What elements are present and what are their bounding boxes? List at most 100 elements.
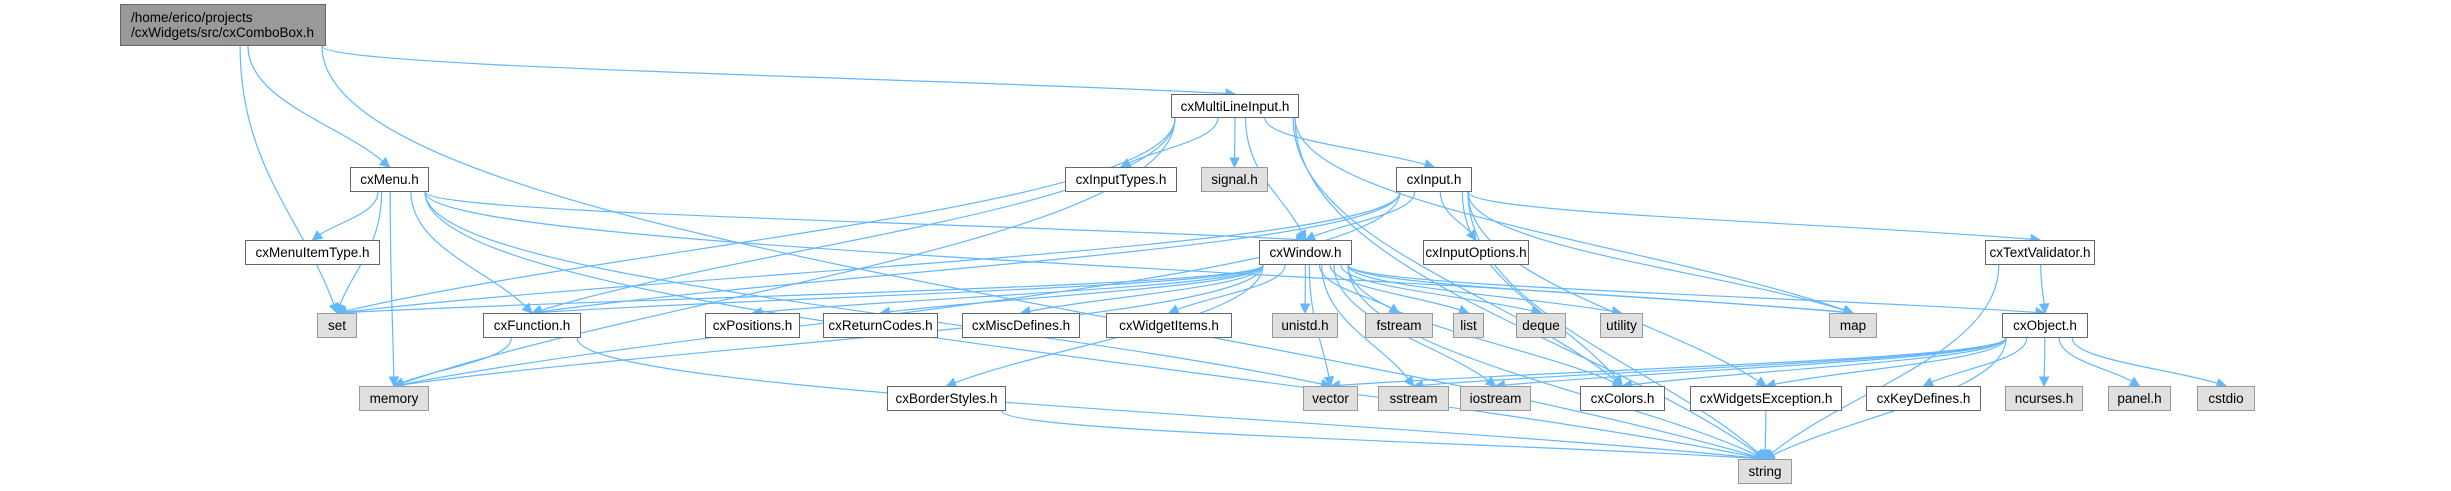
edge-cxWindow-to-cxColors	[1347, 264, 1615, 383]
node-cxpositions[interactable]: cxPositions.h	[705, 313, 800, 338]
node-memory[interactable]: memory	[359, 386, 429, 411]
arrowhead-icon	[1484, 376, 1497, 387]
root-path-line2: /cxWidgets/src/cxComboBox.h	[131, 25, 315, 40]
arrowhead-icon	[378, 156, 391, 168]
edge-cxWindow-to-set	[345, 264, 1264, 314]
node-cxmenu[interactable]: cxMenu.h	[350, 167, 429, 192]
edge-cxInput-to-cxFunction	[540, 191, 1401, 313]
edge-cxInput-to-cxWindow	[1313, 191, 1416, 237]
node-deque[interactable]: deque	[1516, 313, 1566, 338]
node-cxreturncodes[interactable]: cxReturnCodes.h	[823, 313, 938, 338]
root-path-line1: /home/erico/projects	[131, 10, 253, 25]
node-cxwindow[interactable]: cxWindow.h	[1259, 240, 1352, 265]
edge-cxMenu-to-cxWindow	[424, 191, 1297, 241]
arrowhead-icon	[1759, 449, 1771, 461]
node-fstream[interactable]: fstream	[1365, 313, 1433, 338]
edge-cxInput-to-string	[1467, 191, 1759, 454]
edge-cxWindow-to-sstream	[1321, 264, 1409, 380]
edge-cxTextValidator-to-cxObject	[2040, 264, 2045, 305]
node-cstdio[interactable]: cstdio	[2197, 386, 2255, 411]
edge-cxObject-to-cstdio	[2071, 337, 2218, 384]
node-cxkeydefines[interactable]: cxKeyDefines.h	[1866, 386, 1981, 411]
edge-cxObject-to-sstream	[1422, 337, 2007, 386]
edge-cxMultiLineInput-to-string	[1294, 117, 1759, 455]
arrowhead-icon	[521, 302, 533, 314]
node-cxborderstyles[interactable]: cxBorderStyles.h	[887, 386, 1006, 411]
node-vector[interactable]: vector	[1303, 386, 1358, 411]
arrowhead-icon	[1388, 303, 1400, 314]
node-set[interactable]: set	[317, 313, 357, 338]
edge-cxObject-to-iostream	[1504, 337, 2007, 386]
node-unistd[interactable]: unistd.h	[1272, 313, 1338, 338]
edge-cxMultiLineInput-to-map	[1294, 117, 1845, 311]
node-cxmiscdefines[interactable]: cxMiscDefines.h	[962, 313, 1080, 338]
node-utility[interactable]: utility	[1600, 313, 1643, 338]
node-cxcolors[interactable]: cxColors.h	[1580, 386, 1665, 411]
node-cxinputoptions[interactable]: cxInputOptions.h	[1423, 240, 1529, 265]
node-cxinputtypes[interactable]: cxInputTypes.h	[1065, 167, 1177, 192]
node-cxmultilineinput[interactable]: cxMultiLineInput.h	[1171, 94, 1299, 118]
edge-cxInput-to-cxWidgetsException	[1467, 191, 1759, 382]
edge-cxWindow-to-list	[1329, 264, 1461, 311]
node-cxinput[interactable]: cxInput.h	[1396, 167, 1472, 192]
edge-cxWindow-to-cxWidgetItems	[1177, 264, 1286, 311]
edge-cxObject-to-ncurses	[2043, 337, 2046, 378]
edge-cxMenu-to-map	[424, 191, 1845, 313]
edge-cxInput-to-cxColors	[1461, 191, 1618, 380]
edge-cxInput-to-set	[345, 191, 1401, 313]
arrowhead-icon	[2038, 376, 2050, 388]
edge-cxMenu-to-cxFunction	[410, 191, 527, 308]
arrowhead-icon	[1296, 229, 1307, 242]
node-cxmenuitemtype[interactable]: cxMenuItemType.h	[245, 240, 380, 265]
edge-cxFunction-to-string	[576, 337, 1757, 459]
arrowhead-icon	[1299, 303, 1311, 315]
root-file-node: /home/erico/projects /cxWidgets/src/cxCo…	[120, 4, 326, 46]
node-cxwidgetsexception[interactable]: cxWidgetsException.h	[1690, 386, 1842, 411]
arrowhead-icon	[311, 230, 324, 241]
node-panel[interactable]: panel.h	[2108, 386, 2171, 411]
node-map[interactable]: map	[1829, 313, 1877, 338]
edge-root-to-cxMenu	[247, 45, 384, 162]
edge-cxMenu-to-cxMenuItemType	[319, 191, 379, 236]
edge-cxBorderStyles-to-string	[1001, 410, 1757, 460]
node-ncurses[interactable]: ncurses.h	[2005, 386, 2083, 411]
arrowhead-icon	[1764, 449, 1776, 460]
node-signal[interactable]: signal.h	[1201, 167, 1268, 192]
edge-cxObject-to-cxWidgetsException	[1774, 337, 2007, 385]
edge-root-to-set	[239, 45, 335, 305]
arrowhead-icon	[388, 376, 400, 388]
edge-cxWindow-to-deque	[1340, 264, 1533, 312]
node-cxtextvalidator[interactable]: cxTextValidator.h	[1985, 240, 2095, 265]
edge-cxMenu-to-memory	[389, 191, 395, 378]
edge-cxWindow-to-cxReturnCodes	[889, 264, 1264, 313]
edge-cxInput-to-cxTextValidator	[1467, 191, 2032, 240]
edge-cxMultiLineInput-to-cxColors	[1292, 117, 1616, 381]
edge-cxFunction-to-memory	[402, 337, 512, 384]
node-cxfunction[interactable]: cxFunction.h	[483, 313, 581, 338]
edge-cxWindow-to-cxPositions	[761, 264, 1264, 313]
edge-cxObject-to-panel	[2058, 337, 2133, 382]
edge-cxMultiLineInput-to-memory	[402, 117, 1176, 384]
arrowhead-icon	[335, 302, 346, 315]
edge-cxMultiLineInput-to-cxFunction	[540, 117, 1176, 311]
edge-cxObject-to-vector	[1339, 337, 2007, 386]
edge-cxTextValidator-to-string	[1771, 264, 2000, 454]
node-list[interactable]: list	[1453, 313, 1484, 338]
node-sstream[interactable]: sstream	[1378, 386, 1449, 411]
arrowhead-icon	[2128, 376, 2141, 387]
arrowhead-icon	[2038, 303, 2050, 315]
node-cxobject[interactable]: cxObject.h	[2002, 313, 2088, 338]
edge-cxObject-to-cxKeyDefines	[1931, 337, 2028, 383]
node-cxwidgetitems[interactable]: cxWidgetItems.h	[1106, 313, 1232, 338]
edge-cxWindow-to-map	[1347, 264, 1845, 313]
node-iostream[interactable]: iostream	[1460, 386, 1531, 411]
edge-cxWindow-to-memory	[402, 264, 1264, 386]
edge-cxWindow-to-cxMiscDefines	[1029, 264, 1264, 312]
edge-cxInput-to-map	[1467, 191, 1845, 311]
edge-cxInput-to-cxInputOptions	[1439, 191, 1472, 234]
arrowhead-icon	[1755, 376, 1767, 387]
edge-cxInput-to-memory	[402, 191, 1401, 385]
arrowhead-icon	[1323, 375, 1335, 388]
node-string[interactable]: string	[1738, 459, 1792, 484]
